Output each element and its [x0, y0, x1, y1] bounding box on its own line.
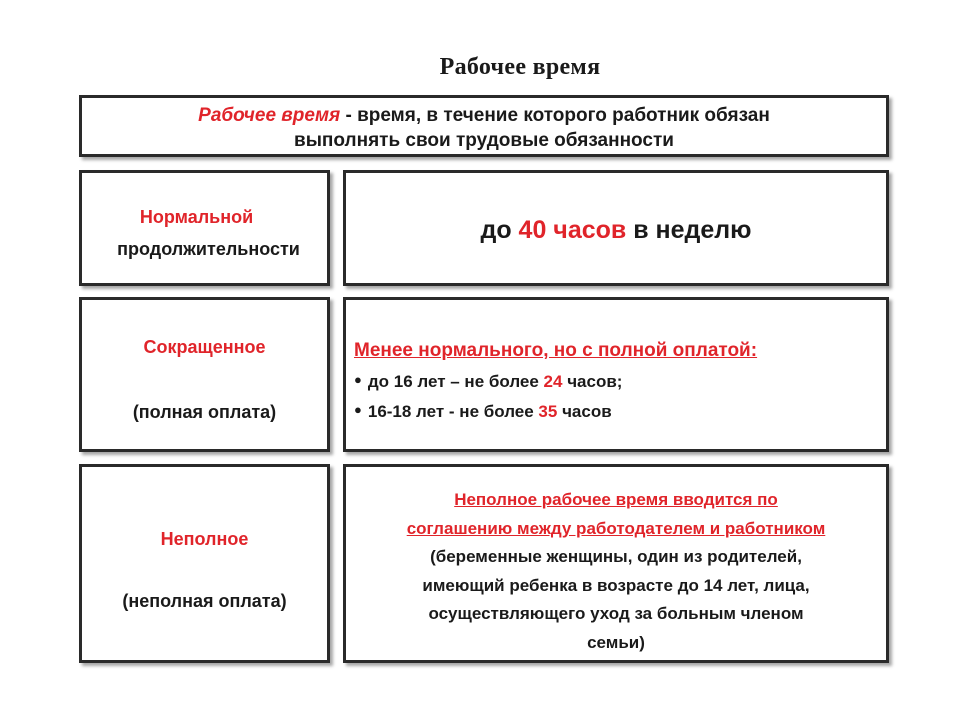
normal-value-highlight: 40 часов [518, 216, 627, 244]
shortened-label: Сокращенное [143, 337, 266, 357]
normal-value-suffix: в неделю [626, 216, 752, 244]
definition-term: Рабочее время [198, 105, 341, 126]
partial-heading-line1: Неполное рабочее время вводится по [454, 490, 778, 509]
shortened-sublabel: (полная оплата) [132, 402, 277, 422]
page-title: Рабочее время [439, 54, 601, 80]
list-item: ● 16-18 лет - не более 35 часов [354, 402, 612, 422]
partial-value-box: Неполное рабочее время вводится по согла… [343, 464, 889, 663]
normal-label-line2: продолжительности [117, 239, 300, 259]
partial-sublabel: (неполная оплата) [122, 591, 287, 611]
bullet-dot-icon: ● [354, 402, 362, 417]
bullet-dot-icon: ● [354, 372, 362, 387]
bullet-tail: часов [557, 402, 612, 421]
shortened-heading: Менее нормального, но с полной оплатой: [354, 340, 758, 361]
shortened-label-box: Сокращенное (полная оплата) [79, 297, 330, 452]
definition-line2: выполнять свои трудовые обязанности [294, 130, 674, 151]
normal-label-line1: Нормальной [139, 207, 254, 227]
partial-heading-line2: соглашению между работодателем и работни… [406, 518, 826, 538]
definition-line1: - время, в течение которого работник обя… [340, 105, 770, 126]
normal-value-prefix: до [480, 216, 519, 244]
bullet-number: 35 [538, 402, 558, 421]
shortened-value-box: Менее нормального, но с полной оплатой: … [343, 297, 889, 452]
partial-body-line2: имеющий ребенка в возрасте до 14 лет, ли… [422, 575, 810, 595]
definition-text: Рабочее время - время, в течение которог… [82, 103, 886, 153]
partial-body-line4: семьи) [587, 632, 645, 652]
partial-text: Неполное рабочее время вводится по согла… [346, 486, 886, 657]
partial-body-line3: осуществляющего уход за больным членом [428, 604, 804, 623]
bullet-text: до 16 лет – не более [367, 372, 544, 391]
partial-label-box: Неполное (неполная оплата) [79, 464, 330, 663]
list-item: ● до 16 лет – не более 24 часов; [354, 372, 622, 392]
bullet-text: 16-18 лет - не более [367, 402, 539, 421]
normal-label-box: Нормальной продолжительности [79, 170, 330, 286]
definition-box: Рабочее время - время, в течение которог… [79, 95, 889, 157]
bullet-number: 24 [543, 372, 563, 391]
bullet-tail: часов; [562, 372, 623, 391]
normal-value-text: до 40 часов в неделю [346, 216, 886, 245]
normal-value-box: до 40 часов в неделю [343, 170, 889, 286]
partial-label: Неполное [160, 529, 249, 549]
partial-body-line1: (беременные женщины, один из родителей, [430, 547, 802, 566]
